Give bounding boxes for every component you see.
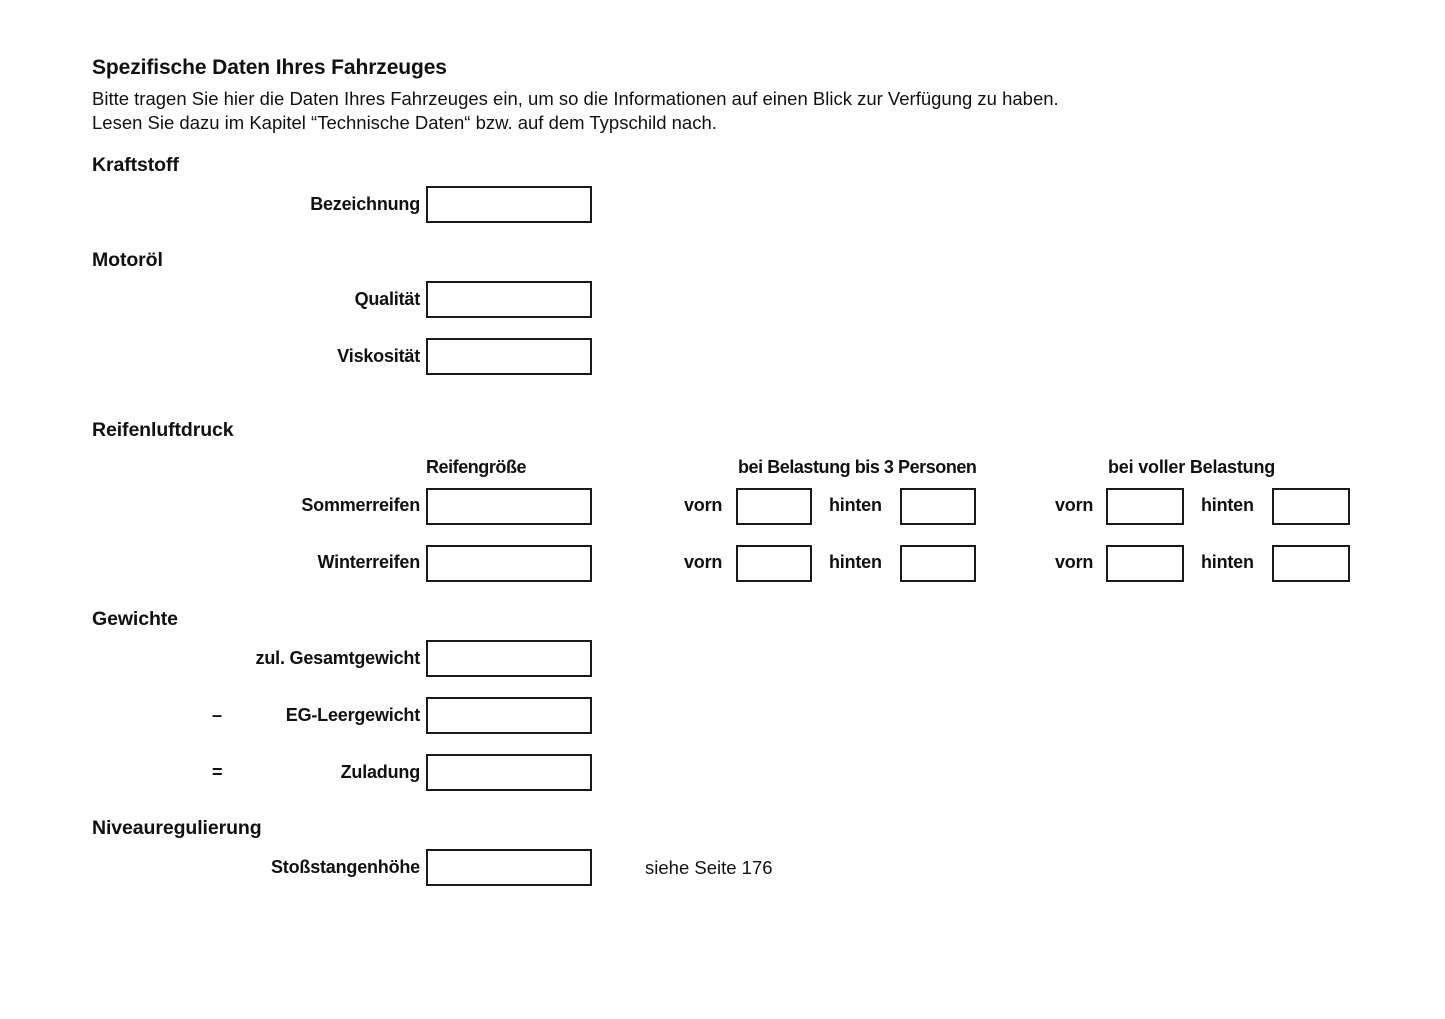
section-heading-kraftstoff: Kraftstoff	[92, 154, 179, 176]
input-winterreifen-full-vorn[interactable]	[1106, 545, 1184, 582]
label-winterreifen-full-hinten: hinten	[1201, 552, 1254, 572]
input-sommerreifen-load3-vorn[interactable]	[736, 488, 812, 525]
intro-text: Bitte tragen Sie hier die Daten Ihres Fa…	[92, 87, 1059, 135]
label-bezeichnung: Bezeichnung	[310, 194, 420, 214]
section-heading-niveauregulierung: Niveauregulierung	[92, 817, 262, 839]
label-eg-leergewicht: EG-Leergewicht	[285, 705, 420, 725]
intro-line-1: Bitte tragen Sie hier die Daten Ihres Fa…	[92, 88, 1059, 109]
input-winterreifen-full-hinten[interactable]	[1272, 545, 1350, 582]
input-winterreifen-load3-vorn[interactable]	[736, 545, 812, 582]
label-winterreifen-full-vorn: vorn	[1055, 552, 1094, 572]
label-viskositaet: Viskosität	[337, 346, 420, 366]
input-winterreifen-load3-hinten[interactable]	[900, 545, 976, 582]
input-zul-gesamtgewicht[interactable]	[426, 640, 592, 677]
label-sommerreifen-load3-vorn: vorn	[684, 495, 723, 515]
page-title: Spezifische Daten Ihres Fahrzeuges	[92, 56, 447, 79]
input-stossstangenhoehe[interactable]	[426, 849, 592, 886]
note-siehe-seite: siehe Seite 176	[645, 857, 773, 878]
input-eg-leergewicht[interactable]	[426, 697, 592, 734]
label-sommerreifen-load3-hinten: hinten	[829, 495, 882, 515]
input-sommerreifen-load3-hinten[interactable]	[900, 488, 976, 525]
section-heading-gewichte: Gewichte	[92, 608, 178, 630]
section-heading-motoroel: Motoröl	[92, 249, 163, 271]
column-header-volle-belastung: bei voller Belastung	[1108, 457, 1276, 477]
operator-equals: =	[212, 762, 223, 782]
label-sommerreifen-full-vorn: vorn	[1055, 495, 1094, 515]
intro-line-2: Lesen Sie dazu im Kapitel “Technische Da…	[92, 112, 717, 133]
input-zuladung[interactable]	[426, 754, 592, 791]
label-qualitaet: Qualität	[354, 289, 421, 309]
input-sommerreifen-full-hinten[interactable]	[1272, 488, 1350, 525]
label-winterreifen-load3-vorn: vorn	[684, 552, 723, 572]
input-bezeichnung[interactable]	[426, 186, 592, 223]
input-sommerreifen-reifengroesse[interactable]	[426, 488, 592, 525]
input-sommerreifen-full-vorn[interactable]	[1106, 488, 1184, 525]
label-zul-gesamtgewicht: zul. Gesamtgewicht	[255, 648, 421, 668]
column-header-belastung-3-personen: bei Belastung bis 3 Personen	[738, 457, 977, 477]
label-sommerreifen-full-hinten: hinten	[1201, 495, 1254, 515]
label-winterreifen-load3-hinten: hinten	[829, 552, 882, 572]
label-sommerreifen: Sommerreifen	[301, 495, 420, 515]
input-winterreifen-reifengroesse[interactable]	[426, 545, 592, 582]
label-winterreifen: Winterreifen	[317, 552, 421, 572]
label-stossstangenhoehe: Stoßstangenhöhe	[271, 857, 420, 877]
input-qualitaet[interactable]	[426, 281, 592, 318]
column-header-reifengroesse: Reifengröße	[426, 457, 527, 477]
input-viskositaet[interactable]	[426, 338, 592, 375]
label-zuladung: Zuladung	[340, 762, 421, 782]
section-heading-reifenluftdruck: Reifenluftdruck	[92, 419, 234, 441]
operator-minus: –	[212, 705, 223, 725]
